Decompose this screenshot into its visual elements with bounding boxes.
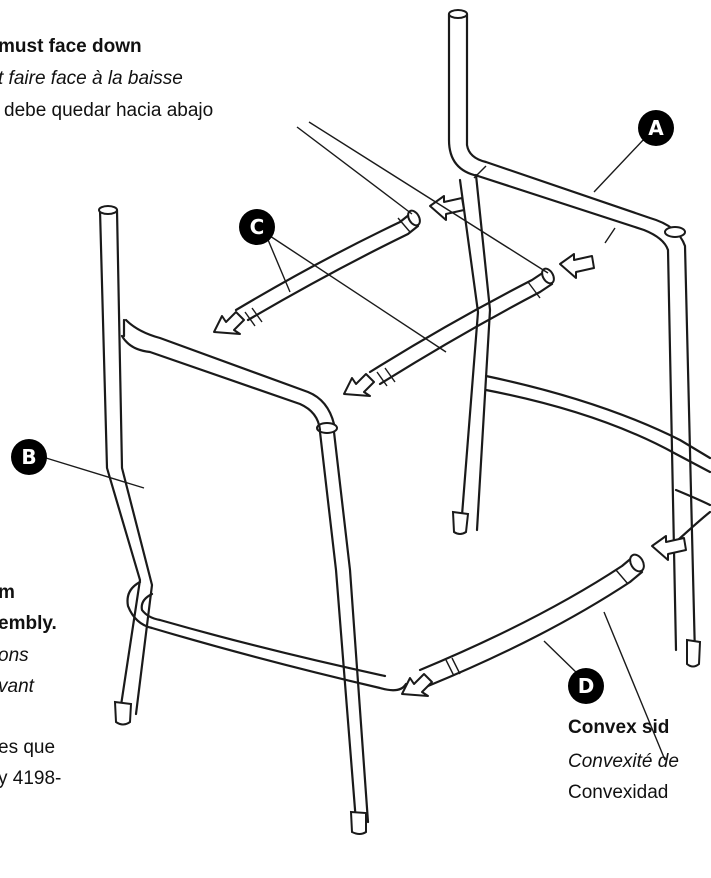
rail-c-upper xyxy=(234,209,421,327)
note-left-line3: ons xyxy=(0,645,29,666)
leader-lines xyxy=(45,121,666,761)
callout-a: A xyxy=(638,110,674,146)
callout-b-label: B xyxy=(21,445,36,469)
callout-c: C xyxy=(239,209,275,245)
note-left-line4: vant xyxy=(0,676,34,697)
callout-d-label: D xyxy=(578,674,595,698)
frame-b xyxy=(98,205,408,835)
note-right-fr: Convexité de xyxy=(568,751,679,772)
note-right-es: Convexidad xyxy=(568,782,669,803)
insert-arrow-icon xyxy=(213,195,687,697)
note-left-line6: y 4198- xyxy=(0,768,62,789)
rail-d xyxy=(418,553,645,688)
note-left-line5: es que xyxy=(0,737,56,758)
callout-b: B xyxy=(11,439,47,475)
callout-c-label: C xyxy=(250,215,265,239)
rail-c-lower xyxy=(368,267,555,387)
note-left-line2: embly. xyxy=(0,613,57,634)
note-top-fr: t faire face à la baisse xyxy=(0,68,183,89)
note-right-en: Convex sid xyxy=(568,717,670,738)
callout-a-label: A xyxy=(648,116,664,140)
note-top-en: must face down xyxy=(0,36,142,57)
callout-d: D xyxy=(568,668,604,704)
note-top-es: debe quedar hacia abajo xyxy=(4,100,214,121)
note-left-line1: m xyxy=(0,582,15,603)
frame-a xyxy=(447,9,711,668)
